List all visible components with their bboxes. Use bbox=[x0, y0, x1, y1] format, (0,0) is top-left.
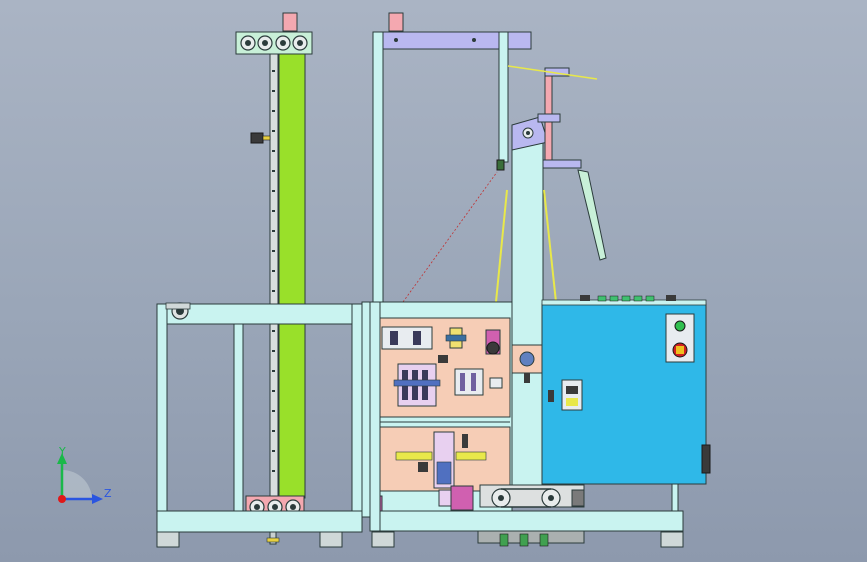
center-left-upright bbox=[372, 31, 384, 308]
valve-block-2 bbox=[454, 368, 484, 396]
drive-motor-pink bbox=[450, 485, 474, 511]
base-gearbox bbox=[477, 530, 585, 544]
center-right-upright bbox=[498, 31, 509, 163]
right-foot-1 bbox=[371, 531, 395, 548]
left-frame-left-post bbox=[156, 303, 168, 533]
cabinet-hinge bbox=[701, 444, 711, 474]
swing-lever bbox=[577, 169, 607, 261]
tower-lever-bracket bbox=[542, 159, 582, 169]
right-base-beam bbox=[369, 510, 684, 532]
left-frame-right-post bbox=[351, 303, 363, 533]
z-axis-label: Z bbox=[104, 487, 112, 500]
center-top-pink-block bbox=[388, 12, 404, 32]
upper-yellow-rod bbox=[507, 65, 598, 80]
right-base-frame bbox=[369, 301, 684, 548]
valve-manifold bbox=[381, 326, 433, 350]
left-base-frame bbox=[156, 302, 363, 548]
triad-origin bbox=[58, 495, 66, 503]
tower-body bbox=[511, 142, 544, 508]
y-axis-label: Y bbox=[58, 445, 66, 458]
electrical-cabinet bbox=[541, 295, 711, 515]
cabinet-top-terminals bbox=[597, 295, 655, 302]
rail-holes bbox=[272, 70, 275, 472]
left-foot-1 bbox=[156, 531, 180, 548]
right-foot-2 bbox=[660, 531, 684, 548]
yellow-cable-left bbox=[495, 189, 508, 303]
left-frame-inner-post bbox=[233, 323, 244, 513]
left-foot-2 bbox=[319, 531, 343, 548]
green-column-body bbox=[278, 53, 306, 499]
dashed-cable bbox=[402, 171, 498, 303]
left-lift-column bbox=[235, 12, 313, 545]
coordinate-triad: Y Z bbox=[57, 445, 112, 504]
left-frame-bottom-beam bbox=[156, 510, 363, 533]
column-top-pink-block bbox=[282, 12, 298, 32]
column-side-sensor bbox=[250, 132, 264, 144]
pneumatic-panel bbox=[361, 301, 543, 518]
center-upper-frame bbox=[372, 12, 532, 308]
yellow-cable-right bbox=[543, 189, 557, 303]
green-indicator-lamp bbox=[674, 320, 686, 332]
tower-junction-box bbox=[511, 344, 543, 374]
